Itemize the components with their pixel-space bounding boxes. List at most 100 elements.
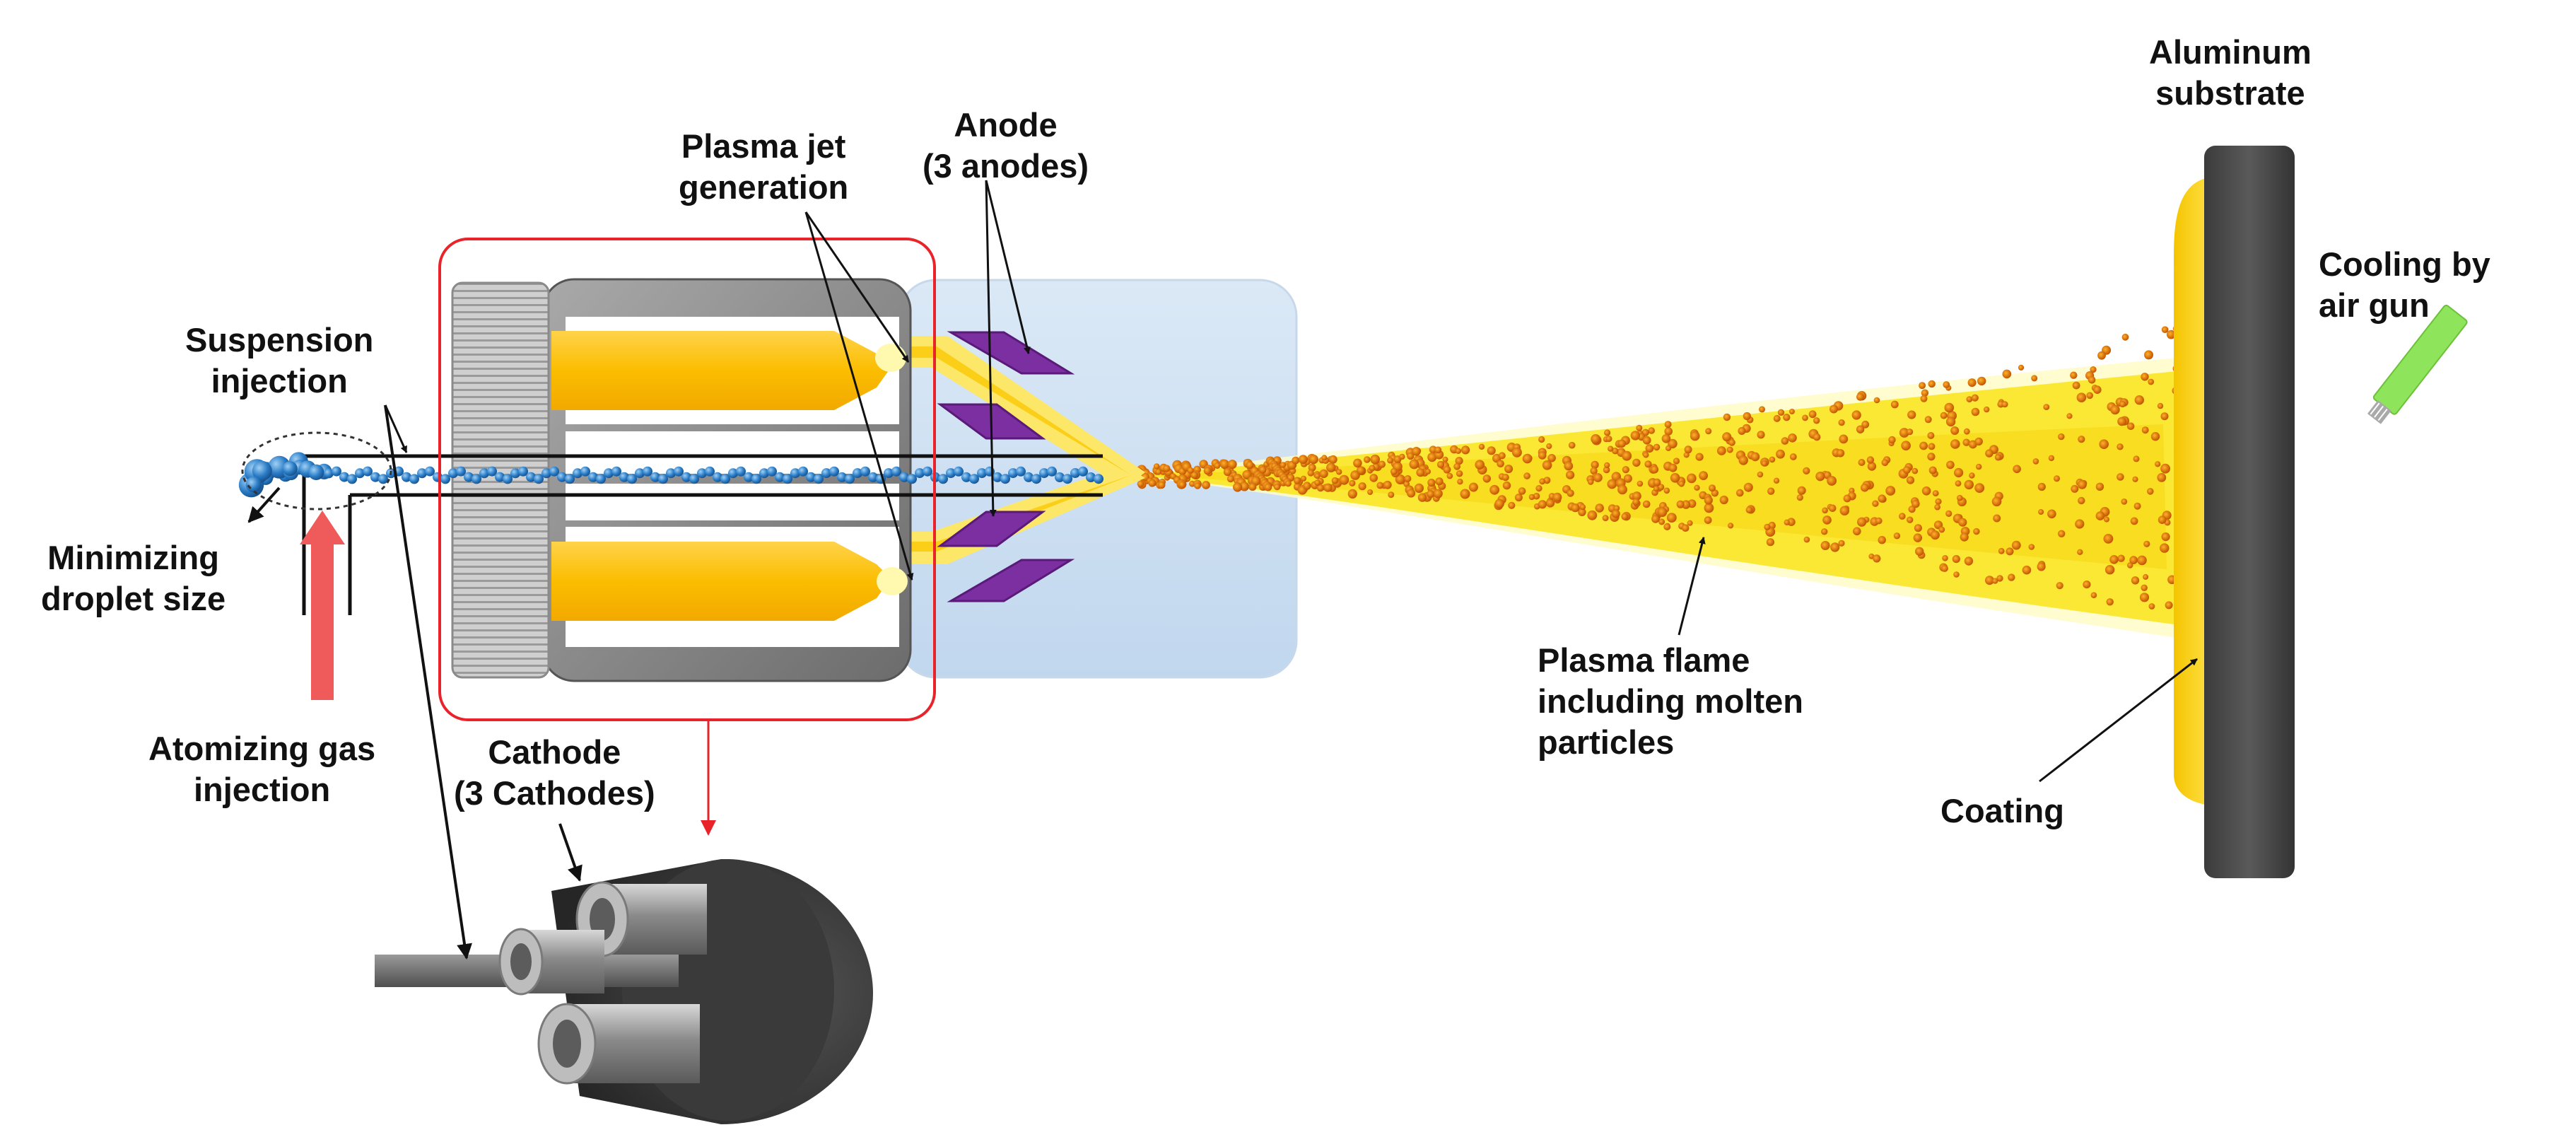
molten-particle [1839, 506, 1849, 515]
droplet [619, 472, 629, 482]
molten-particle [1538, 436, 1545, 443]
droplet [417, 468, 427, 479]
label-cathode-line-2: (3 Cathodes) [454, 774, 655, 812]
molten-particle [1873, 397, 1880, 404]
molten-particle [1945, 416, 1956, 427]
molten-particle [2161, 326, 2169, 334]
molten-particle [2077, 479, 2087, 489]
molten-particle [1482, 474, 1491, 483]
molten-particle [1813, 417, 1820, 424]
annotation-arrows [247, 180, 2198, 960]
molten-particle [1494, 498, 1504, 508]
molten-particle [1888, 436, 1896, 444]
molten-particle [1962, 438, 1970, 446]
droplet [697, 468, 707, 479]
anodes [937, 331, 1075, 602]
molten-particle [1960, 532, 1969, 542]
molten-particle [2083, 581, 2091, 589]
molten-particle [1709, 484, 1716, 492]
droplet [635, 468, 645, 479]
molten-particle [1383, 480, 1392, 489]
molten-particle [2139, 593, 2150, 602]
atomizing-gas-arrow [300, 511, 345, 700]
molten-particle [1364, 456, 1371, 463]
label-suspension-injection: Suspension injection [185, 320, 373, 402]
droplet [332, 466, 341, 477]
molten-particle [1604, 429, 1611, 436]
molten-particle [1326, 462, 1336, 472]
molten-particle [2117, 473, 2124, 481]
molten-particle [1878, 494, 1886, 503]
molten-particle [1684, 445, 1692, 454]
molten-particle [1681, 524, 1690, 532]
molten-particle [1704, 496, 1713, 505]
molten-particle [1687, 520, 1693, 526]
molten-particle [2109, 555, 2119, 564]
droplet [448, 468, 458, 479]
molten-particle [1502, 481, 1511, 490]
molten-particle [1564, 461, 1574, 471]
molten-particle [1622, 466, 1629, 474]
molten-particle [1928, 443, 1936, 450]
molten-particle [1935, 498, 1942, 505]
molten-particle [2143, 573, 2149, 580]
molten-particle [1681, 500, 1691, 509]
molten-particle [1511, 447, 1522, 457]
droplet [339, 472, 349, 482]
molten-particle [1663, 523, 1671, 530]
molten-particle [1323, 483, 1333, 492]
label-cooling-line-1: Cooling by [2319, 245, 2490, 283]
droplet [479, 468, 489, 479]
molten-particle [1643, 452, 1649, 458]
droplet [798, 466, 808, 477]
molten-particle [1838, 419, 1845, 426]
molten-particle [1367, 489, 1374, 495]
molten-particle [2093, 385, 2102, 394]
molten-particle [2076, 392, 2087, 402]
molten-particle [1497, 460, 1504, 468]
molten-particle [2117, 554, 2125, 562]
molten-particle [1637, 480, 1644, 487]
molten-particle [1653, 478, 1661, 486]
molten-particle [1766, 538, 1774, 547]
molten-particle [1157, 481, 1166, 489]
molten-particle [1676, 500, 1685, 508]
molten-particle [1571, 503, 1580, 513]
molten-particle [2006, 547, 2014, 556]
droplet [658, 474, 668, 484]
droplet [821, 468, 831, 479]
molten-particle [1591, 434, 1601, 444]
droplet [767, 466, 777, 477]
molten-particle [1808, 410, 1817, 419]
droplet [518, 466, 528, 477]
molten-particle [2157, 473, 2167, 482]
droplet [829, 466, 839, 477]
molten-particle [1539, 478, 1546, 485]
molten-particle [1316, 484, 1325, 492]
molten-particle [1533, 492, 1540, 500]
molten-particle [1623, 474, 1632, 483]
label-coating-line-1: Coating [1940, 792, 2064, 829]
molten-particle [1985, 576, 1994, 585]
molten-particle [1976, 463, 1982, 470]
molten-particle [1504, 465, 1514, 474]
molten-particle [1239, 482, 1249, 491]
molten-particle [1460, 489, 1470, 499]
molten-particle [1264, 483, 1272, 491]
molten-particle [2119, 400, 2126, 408]
molten-particle [1155, 468, 1162, 475]
droplet [565, 474, 575, 484]
molten-particle [1591, 460, 1599, 469]
molten-particle [1611, 509, 1620, 518]
molten-particle [2160, 463, 2171, 474]
droplet [736, 466, 746, 477]
molten-particle [1781, 437, 1789, 445]
molten-particle [1427, 479, 1436, 487]
molten-particle [1233, 482, 1243, 492]
droplet [713, 472, 722, 482]
droplet [1086, 472, 1096, 482]
molten-particle [1653, 443, 1661, 451]
droplet [814, 474, 824, 484]
molten-particle [2110, 404, 2120, 415]
molten-particle [1538, 500, 1547, 509]
